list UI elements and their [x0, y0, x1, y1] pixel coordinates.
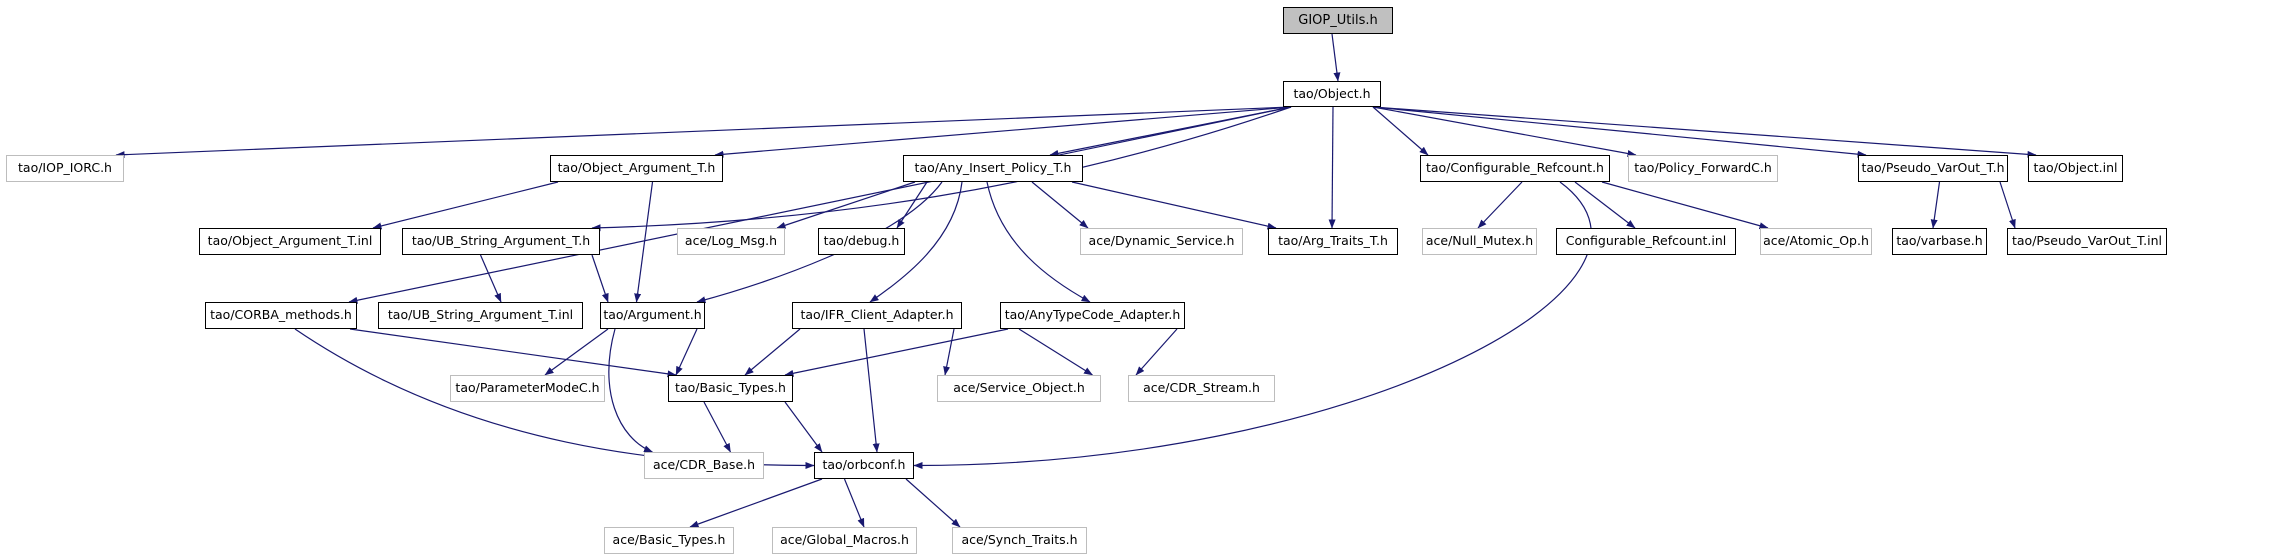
node-confrefinl[interactable]: Configurable_Refcount.inl	[1556, 228, 1736, 255]
edge-ubstr-ubstrinl	[479, 254, 502, 303]
edge-object-iop	[115, 106, 1292, 159]
edge-giop-object	[1331, 33, 1341, 82]
edge-anytc-svcobj	[1018, 328, 1093, 376]
node-cdrstream: ace/CDR_Stream.h	[1128, 375, 1275, 402]
edge-corbam-basictypes	[349, 328, 677, 378]
edge-basictypes-cdrbase	[703, 401, 732, 453]
edge-pseudovar-pseudoinl	[1999, 181, 2016, 229]
node-basictypes[interactable]: tao/Basic_Types.h	[668, 375, 793, 402]
node-ubstrinl[interactable]: tao/UB_String_Argument_T.inl	[378, 302, 583, 329]
edge-ubstr-argument	[591, 254, 609, 303]
node-orbconf[interactable]: tao/orbconf.h	[814, 452, 914, 479]
node-nullmutex: ace/Null_Mutex.h	[1422, 228, 1537, 255]
node-anytc[interactable]: tao/AnyTypeCode_Adapter.h	[1000, 302, 1185, 329]
edge-object-corbam	[348, 106, 1292, 304]
edge-argument-basictypes	[675, 328, 698, 376]
edge-object-ubstr	[591, 106, 1292, 232]
node-objargInl[interactable]: tao/Object_Argument_T.inl	[199, 228, 381, 255]
edge-argument-parammode	[544, 328, 609, 376]
node-cdrbase: ace/CDR_Base.h	[644, 452, 764, 479]
edge-anyins-ifr	[869, 181, 963, 303]
edge-object-confref	[1372, 106, 1429, 156]
edge-object-pseudovar	[1372, 106, 1867, 158]
node-argtraits[interactable]: tao/Arg_Traits_T.h	[1268, 228, 1398, 255]
edge-basictypes-orbconf	[784, 401, 823, 453]
node-dynsvc: ace/Dynamic_Service.h	[1080, 228, 1243, 255]
node-corbam[interactable]: tao/CORBA_methods.h	[205, 302, 357, 329]
node-pseudovar[interactable]: tao/Pseudo_VarOut_T.h	[1858, 155, 2008, 182]
edge-orbconf-synchtraits	[905, 478, 961, 528]
edge-objargT-objargInl	[372, 181, 559, 230]
edge-anyins-dynsvc	[1031, 181, 1089, 229]
edge-ifr-svcobj	[943, 328, 955, 376]
node-giop: GIOP_Utils.h	[1283, 7, 1393, 34]
node-atomicop: ace/Atomic_Op.h	[1760, 228, 1872, 255]
edge-object-objinl	[1372, 106, 2037, 158]
node-logmsg: ace/Log_Msg.h	[677, 228, 785, 255]
node-policyfwd: tao/Policy_ForwardC.h	[1628, 155, 1778, 182]
edge-anyins-logmsg	[776, 181, 916, 229]
edge-orbconf-acebasic	[689, 478, 823, 528]
node-varbase[interactable]: tao/varbase.h	[1892, 228, 1987, 255]
node-objinl[interactable]: tao/Object.inl	[2028, 155, 2123, 182]
node-parammode: tao/ParameterModeC.h	[450, 375, 605, 402]
node-anyins[interactable]: tao/Any_Insert_Policy_T.h	[903, 155, 1083, 182]
edge-confref-confrefinl	[1574, 181, 1636, 229]
edge-pseudovar-varbase	[1930, 181, 1941, 229]
edge-object-policyfwd	[1372, 106, 1637, 157]
edge-anyins-debug	[896, 181, 928, 229]
edge-anytc-basictypes	[784, 328, 1009, 377]
node-objargT[interactable]: tao/Object_Argument_T.h	[550, 155, 723, 182]
node-pseudoinl[interactable]: tao/Pseudo_VarOut_T.inl	[2007, 228, 2167, 255]
edge-anytc-cdrstream	[1135, 328, 1178, 376]
node-ubstr[interactable]: tao/UB_String_Argument_T.h	[402, 228, 600, 255]
edge-objargT-argument	[634, 181, 654, 303]
edge-ifr-basictypes	[744, 328, 801, 376]
node-svcobj: ace/Service_Object.h	[937, 375, 1101, 402]
edge-ifr-orbconf	[863, 328, 880, 453]
node-iop: tao/IOP_IORC.h	[6, 155, 124, 182]
node-ifr[interactable]: tao/IFR_Client_Adapter.h	[792, 302, 962, 329]
edge-orbconf-globalmacros	[843, 478, 865, 528]
node-synchtraits: ace/Synch_Traits.h	[952, 527, 1087, 554]
node-acebasic: ace/Basic_Types.h	[604, 527, 734, 554]
edge-object-objargT	[714, 106, 1292, 158]
edge-argument-cdrbase	[608, 328, 653, 453]
edge-anyins-anytc	[986, 181, 1091, 303]
edge-object-argtraits	[1328, 106, 1336, 229]
node-confref[interactable]: tao/Configurable_Refcount.h	[1420, 155, 1610, 182]
node-object[interactable]: tao/Object.h	[1283, 81, 1381, 107]
edge-confref-nullmutex	[1477, 181, 1523, 229]
edge-anyins-argument	[696, 181, 943, 304]
node-debug[interactable]: tao/debug.h	[818, 228, 905, 255]
edge-anyins-argtraits	[1071, 181, 1277, 230]
node-argument[interactable]: tao/Argument.h	[600, 302, 705, 329]
edge-object-anyins	[1049, 106, 1292, 157]
node-globalmacros: ace/Global_Macros.h	[772, 527, 917, 554]
edge-confref-atomicop	[1601, 181, 1769, 230]
